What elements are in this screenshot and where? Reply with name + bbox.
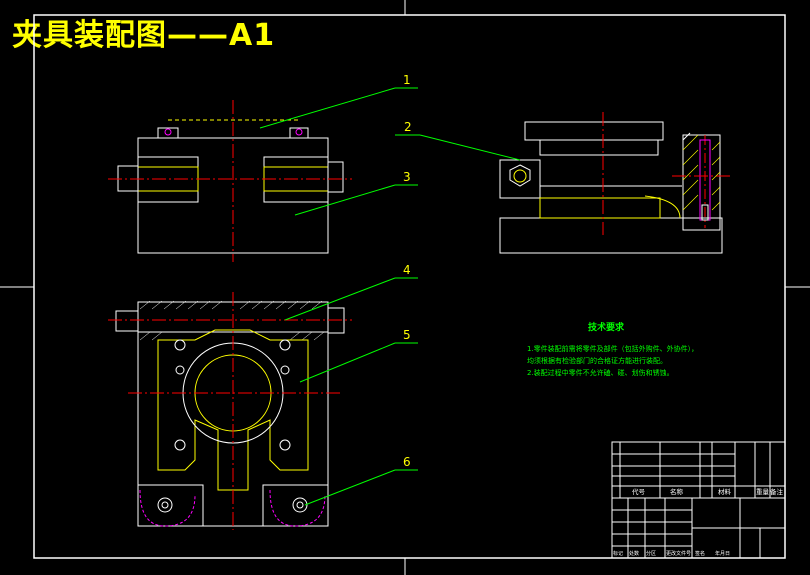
top-front-view	[108, 100, 352, 262]
side-view	[499, 112, 730, 254]
technical-requirements: 技术要求 1.零件装配前需将零件及部件（包括外购件、外协件）， 均须根据有检验部…	[527, 321, 698, 377]
tb-weight: 重量	[756, 488, 770, 496]
tb-name: 名称	[670, 487, 684, 496]
title-block-text: 代号 名称 材料 重量 备注 标记 处数 分区 更改文件号 签名 年月日	[613, 487, 784, 557]
tb-signature: 签名	[695, 550, 705, 557]
leader-lines	[259, 87, 521, 506]
drawing-border	[33, 14, 786, 559]
tb-material: 材料	[718, 487, 732, 496]
balloon-4: 4	[403, 263, 411, 277]
section-view	[108, 292, 352, 530]
tb-count: 处数	[629, 550, 639, 557]
balloon-1: 1	[403, 73, 411, 87]
tb-date: 年月日	[715, 550, 730, 557]
balloon-labels: 1 2 3 4 5 6	[403, 73, 412, 469]
tech-req-heading: 技术要求	[588, 321, 625, 333]
tb-zone: 分区	[646, 550, 656, 557]
tb-change-doc: 更改文件号	[666, 550, 691, 557]
title-block	[611, 441, 786, 559]
tb-code: 代号	[632, 487, 646, 496]
tech-req-line-2: 均须根据有检验部门的合格证方能进行装配。	[527, 356, 667, 365]
balloon-3: 3	[403, 170, 411, 184]
drawing-title: 夹具装配图——A1	[12, 18, 276, 53]
tb-mark: 标记	[613, 550, 623, 557]
tech-req-line-1: 1.零件装配前需将零件及部件（包括外购件、外协件），	[527, 344, 698, 353]
balloon-5: 5	[403, 328, 411, 342]
tb-remark: 备注	[770, 487, 784, 496]
balloon-6: 6	[403, 455, 411, 469]
balloon-2: 2	[404, 120, 412, 134]
tech-req-line-3: 2.装配过程中零件不允许磕、碰、划伤和锈蚀。	[527, 368, 674, 377]
